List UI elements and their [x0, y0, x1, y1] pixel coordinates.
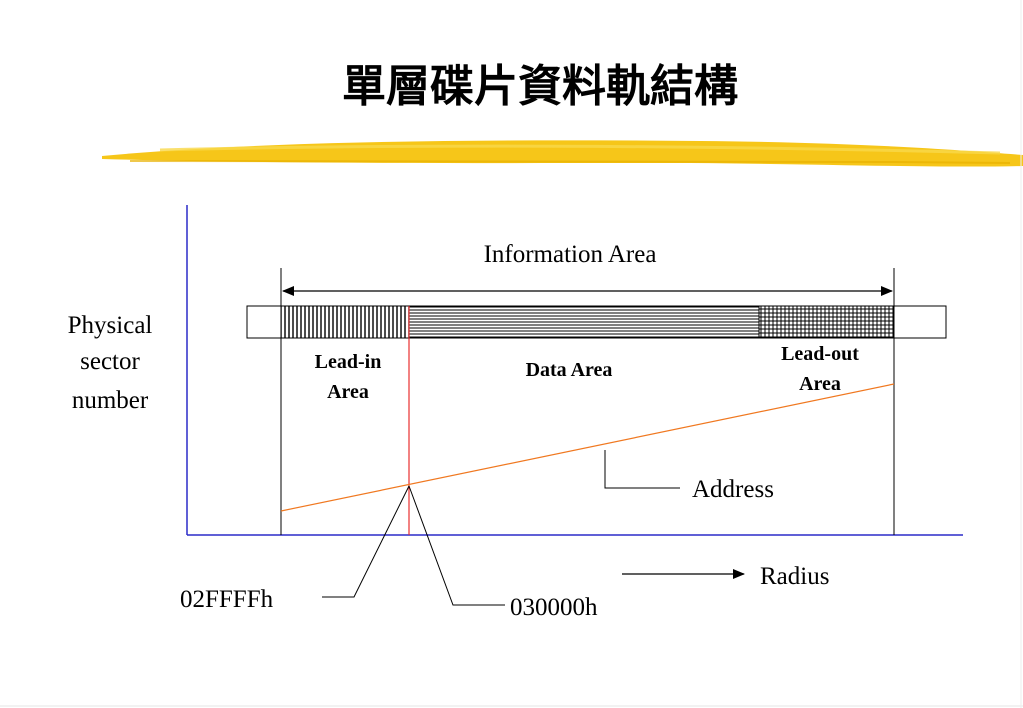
next-address-callout [408, 485, 505, 606]
lead-out-label-line2: Area [799, 373, 841, 395]
data-area-label: Data Area [526, 359, 613, 381]
y-axis-label-line3: number [72, 387, 149, 414]
address-line [280, 383, 895, 512]
start-address-callout [322, 485, 410, 598]
address-callout [604, 450, 680, 489]
address-label: Address [692, 476, 774, 503]
highlighter-stroke [102, 140, 1023, 167]
start-address-label: 02FFFFh [180, 586, 274, 613]
lead-in-segment [280, 305, 410, 339]
lead-in-label-line1: Lead-in [315, 351, 382, 373]
radius-label: Radius [760, 563, 829, 590]
lead-out-segment [758, 305, 895, 339]
next-address-label: 030000h [510, 594, 598, 621]
data-area-segment [408, 305, 760, 339]
y-axis-label-line2: sector [80, 348, 140, 375]
lead-in-label-line2: Area [327, 381, 369, 403]
slide-title: 單層碟片資料軌結構 [342, 61, 738, 112]
information-area-label: Information Area [484, 241, 657, 268]
y-axis-label-line1: Physical [68, 312, 153, 339]
lead-out-label-line1: Lead-out [781, 343, 859, 365]
